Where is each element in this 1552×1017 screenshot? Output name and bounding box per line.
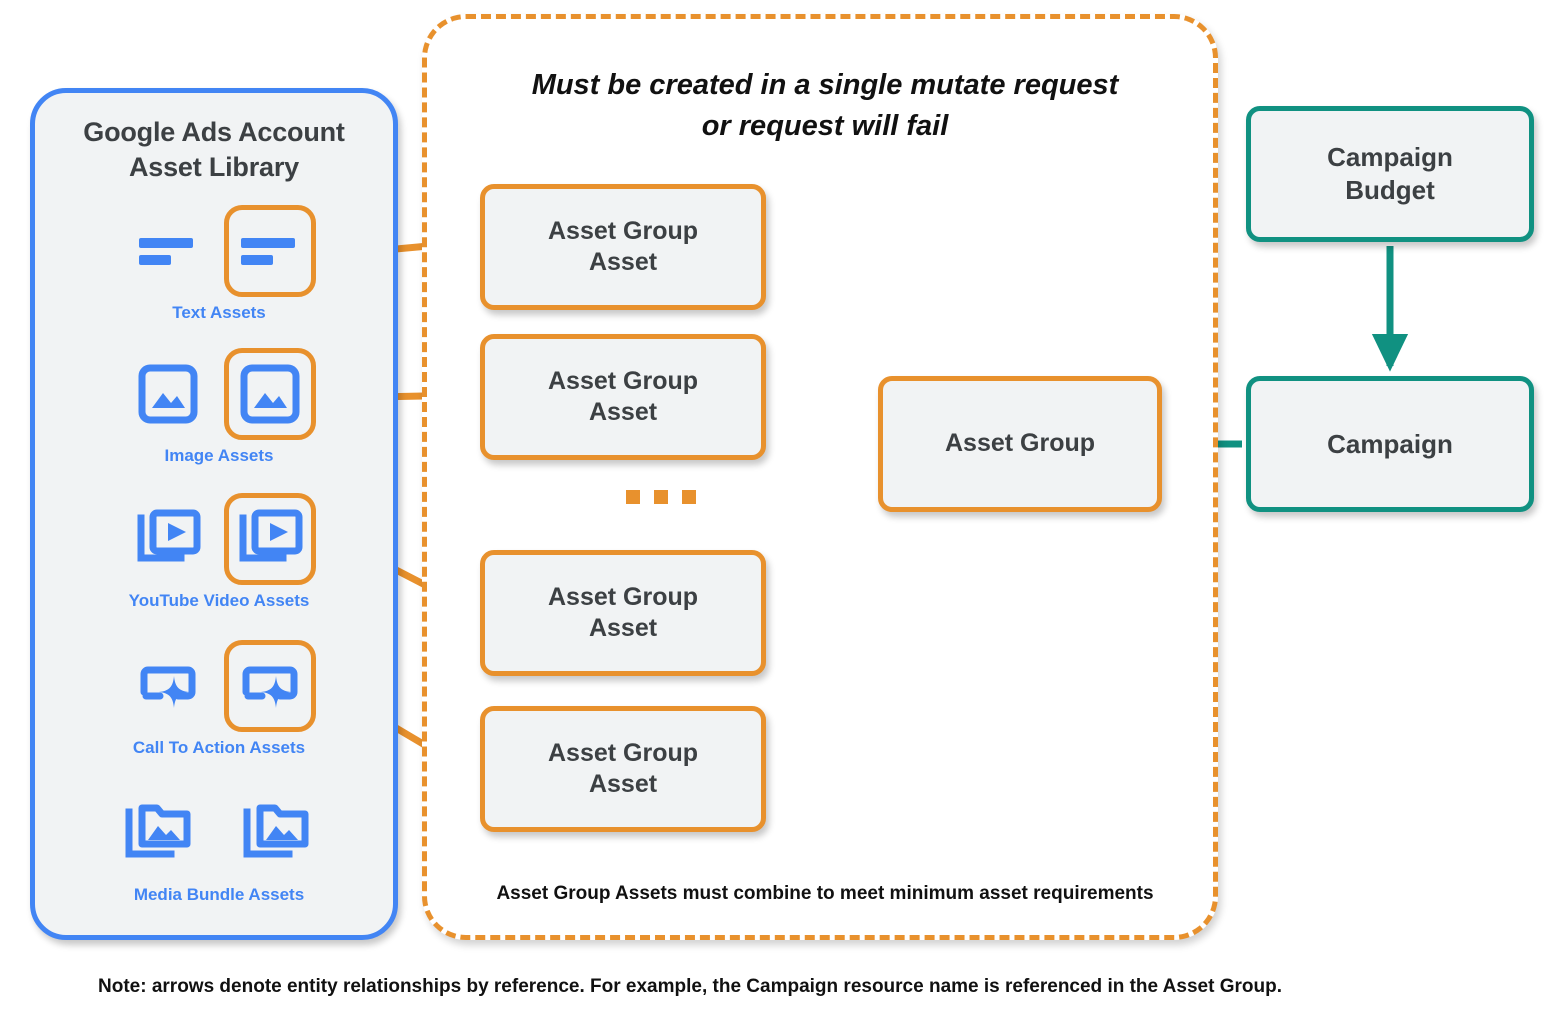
- asset-caption-text: Text Assets: [172, 303, 266, 322]
- asset-group-node[interactable]: Asset Group: [878, 376, 1162, 512]
- asset-caption-media-bundle: Media Bundle Assets: [133, 885, 305, 904]
- library-title-line1: Google Ads Account: [83, 117, 345, 147]
- library-title-line2: Asset Library: [129, 151, 299, 182]
- aga-node-2-line1: Asset Group: [547, 366, 699, 395]
- campaign-node-label: Campaign: [1327, 428, 1453, 459]
- asset-group-asset-node-1[interactable]: Asset Group Asset: [480, 184, 766, 310]
- ellipsis-dot-2: [654, 490, 668, 504]
- text-lines-icon-highlighted[interactable]: [224, 205, 316, 297]
- campaign-budget-line1: Campaign: [1327, 142, 1453, 173]
- asset-caption-video: YouTube Video Assets: [128, 591, 310, 610]
- aga-node-1-line2: Asset: [588, 248, 658, 276]
- mutate-title-line2: or request will fail: [701, 110, 949, 143]
- ellipsis-indicator: [626, 490, 696, 504]
- asset-group-asset-node-2[interactable]: Asset Group Asset: [480, 334, 766, 460]
- mutate-panel-title: Must be created in a single mutate reque…: [457, 65, 1193, 147]
- call-to-action-sparkle-icon-highlighted[interactable]: [224, 640, 316, 732]
- call-to-action-sparkle-icon: [122, 640, 214, 732]
- video-play-stack-icon-highlighted[interactable]: [224, 493, 316, 585]
- mutate-title-line1: Must be created in a single mutate reque…: [531, 69, 1119, 101]
- asset-group-asset-node-3[interactable]: Asset Group Asset: [480, 550, 766, 676]
- aga-node-4-line1: Asset Group: [547, 738, 699, 767]
- asset-row-video: YouTube Video Assets: [35, 493, 403, 611]
- media-bundle-folder-icon: [114, 787, 206, 879]
- campaign-node[interactable]: Campaign: [1246, 376, 1534, 512]
- text-lines-icon: [122, 205, 214, 297]
- asset-row-cta: Call To Action Assets: [35, 640, 403, 758]
- aga-node-1-line1: Asset Group: [547, 216, 699, 245]
- image-picture-icon-highlighted[interactable]: [224, 348, 316, 440]
- asset-row-image: Image Assets: [35, 348, 403, 466]
- aga-node-2-line2: Asset: [588, 398, 658, 426]
- campaign-budget-line2: Budget: [1345, 175, 1435, 205]
- asset-row-text: Text Assets: [35, 205, 403, 323]
- video-play-stack-icon: [122, 493, 214, 585]
- aga-node-4-line2: Asset: [588, 770, 658, 798]
- ellipsis-dot-3: [682, 490, 696, 504]
- asset-library-panel: Google Ads Account Asset Library: [30, 88, 398, 940]
- image-picture-icon: [122, 348, 214, 440]
- asset-group-asset-node-4[interactable]: Asset Group Asset: [480, 706, 766, 832]
- aga-node-3-line1: Asset Group: [547, 582, 699, 611]
- campaign-budget-node[interactable]: Campaign Budget: [1246, 106, 1534, 242]
- aga-node-3-line2: Asset: [588, 614, 658, 642]
- ellipsis-dot-1: [626, 490, 640, 504]
- mutate-panel-footnote: Asset Group Assets must combine to meet …: [496, 883, 1154, 904]
- asset-caption-cta: Call To Action Assets: [132, 738, 306, 757]
- media-bundle-folder-icon-2: [232, 787, 324, 879]
- asset-caption-image: Image Assets: [164, 446, 274, 465]
- library-title: Google Ads Account Asset Library: [35, 115, 393, 184]
- asset-row-media-bundle: Media Bundle Assets: [35, 787, 403, 905]
- asset-group-node-label: Asset Group: [944, 429, 1096, 458]
- footer-note: Note: arrows denote entity relationships…: [98, 976, 1282, 997]
